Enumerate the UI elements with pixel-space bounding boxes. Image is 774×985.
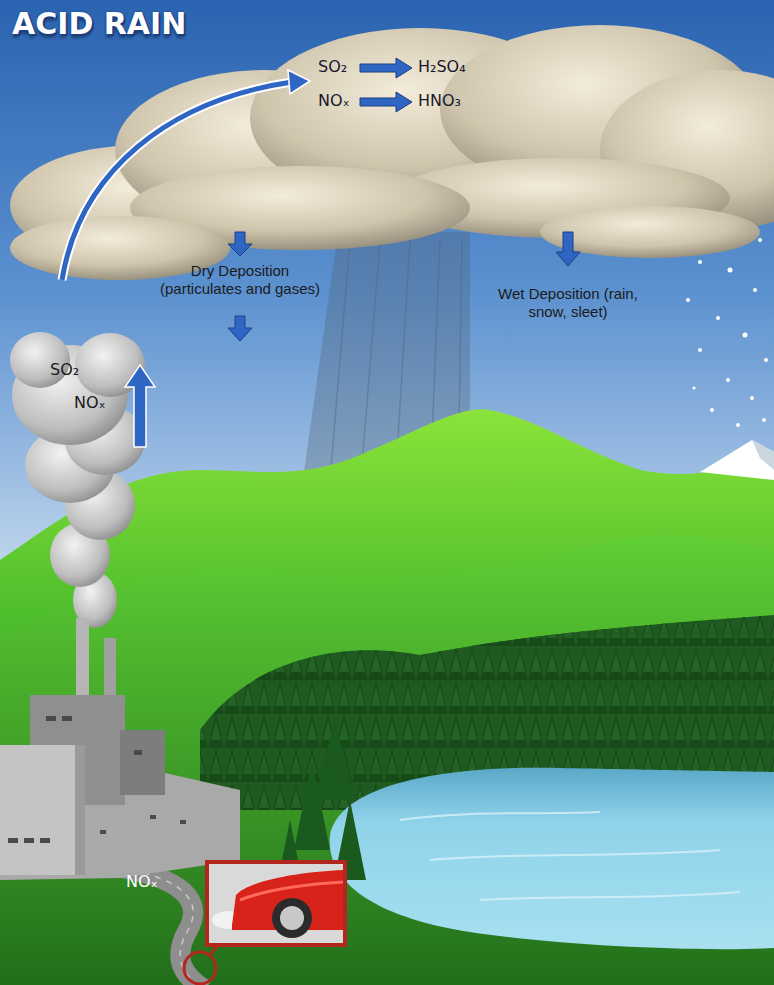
up-arrow [125, 365, 155, 447]
snowflake [710, 408, 714, 412]
chemical-formula: H₂SO₄ [418, 57, 466, 76]
snowflake [698, 260, 702, 264]
smoke-arrow [125, 365, 155, 447]
car-inset [207, 862, 345, 945]
snowflake [764, 358, 768, 362]
window [180, 820, 186, 824]
down-arrow [556, 232, 580, 266]
arrow-outline [62, 82, 292, 280]
lake [330, 768, 774, 950]
snowflake [736, 423, 740, 427]
ripple [400, 812, 600, 820]
emission-label: NOₓ [74, 393, 106, 412]
snow-peak [700, 440, 774, 480]
road-surface [120, 868, 205, 985]
snowflake [753, 288, 757, 292]
window [100, 830, 106, 834]
snowflake [762, 418, 766, 422]
cloud [10, 25, 774, 280]
factory-building [0, 745, 75, 875]
snowflake [743, 333, 748, 338]
window [134, 750, 142, 755]
tree [294, 760, 330, 850]
car-highlight [240, 882, 343, 900]
arrow-head [288, 70, 310, 94]
window [24, 838, 34, 843]
factory [0, 618, 240, 880]
snowflake [693, 387, 696, 390]
lake-water [330, 768, 774, 950]
window [8, 838, 18, 843]
arrow-line [62, 82, 292, 280]
chemical-formula: HNO₃ [418, 91, 461, 110]
window [150, 815, 156, 819]
ripple [430, 850, 720, 860]
snowflake [750, 396, 754, 400]
window [62, 716, 72, 721]
mountains [0, 409, 774, 985]
window [40, 838, 50, 843]
snowflake [726, 378, 730, 382]
mountain-range [0, 409, 774, 985]
reaction-arrow [360, 92, 412, 112]
chemical-formula: SO₂ [318, 57, 347, 76]
process-label: Dry Deposition (particulates and gases) [150, 262, 330, 298]
factory-wall-shade [75, 745, 85, 875]
tree [315, 720, 355, 800]
snowflake [716, 316, 720, 320]
factory-building [120, 730, 165, 795]
snow-shade [752, 440, 774, 470]
snowflake [686, 298, 690, 302]
ripple [480, 892, 740, 900]
snowflake [698, 348, 702, 352]
smoke [10, 332, 145, 628]
snowflake [728, 268, 733, 273]
window [46, 716, 56, 721]
car-callout [184, 862, 345, 984]
down-arrow [228, 232, 252, 256]
chemical-formula: NOₓ [318, 91, 350, 110]
emission-label: NOₓ [126, 872, 158, 891]
process-label: Wet Deposition (rain, snow, sleet) [498, 285, 638, 321]
rising-arrow [62, 70, 310, 280]
car-hubcap [280, 906, 304, 930]
road [120, 868, 205, 985]
road-line [120, 868, 205, 985]
diagram-title: ACID RAIN [12, 6, 186, 42]
reaction-arrows [360, 58, 412, 112]
snowflake [758, 238, 762, 242]
down-arrow [228, 316, 252, 341]
rain-streak [330, 240, 350, 480]
reaction-arrow [360, 58, 412, 78]
car-wheel [272, 898, 312, 938]
callout-circle [184, 952, 216, 984]
emission-label: SO₂ [50, 360, 79, 379]
hillside [0, 536, 774, 985]
